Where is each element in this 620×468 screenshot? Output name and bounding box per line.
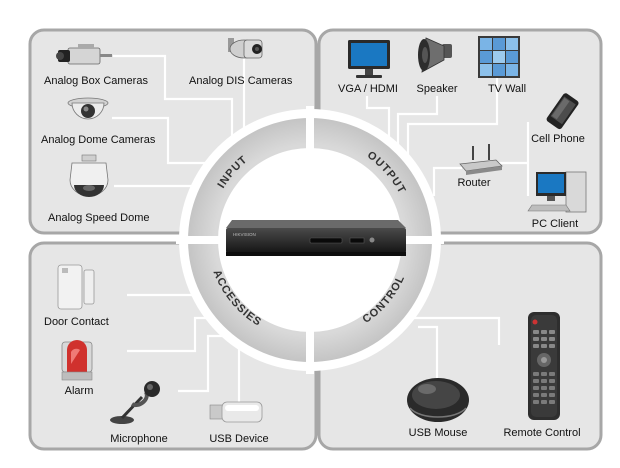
label-usb-device: USB Device [209, 433, 269, 445]
usb-device-icon [209, 401, 263, 423]
label-analog-speed-dome: Analog Speed Dome [48, 212, 150, 224]
box-camera-icon [56, 44, 112, 65]
label-tv-wall: TV Wall [487, 83, 527, 95]
label-cell-phone: Cell Phone [531, 133, 585, 145]
speaker-icon [418, 37, 452, 73]
label-microphone: Microphone [110, 433, 168, 445]
label-pc-client: PC Client [531, 218, 579, 230]
label-remote-control: Remote Control [503, 427, 581, 439]
dome-camera-icon [67, 97, 109, 120]
dvr-recorder-icon: HIKVISION [226, 220, 406, 256]
label-router: Router [457, 177, 491, 189]
monitor-icon [348, 40, 390, 78]
label-usb-mouse: USB Mouse [408, 427, 468, 439]
cell-phone-icon [546, 93, 579, 130]
tv-wall-icon [478, 36, 520, 78]
dis-camera-icon [228, 38, 263, 59]
label-speaker: Speaker [416, 83, 458, 95]
door-contact-icon [57, 264, 95, 310]
microphone-icon [110, 381, 160, 424]
label-analog-dome-cameras: Analog Dome Cameras [41, 134, 156, 146]
router-icon [459, 144, 503, 175]
usb-mouse-icon [407, 378, 469, 422]
pc-client-icon [527, 171, 587, 213]
label-door-contact: Door Contact [44, 316, 109, 328]
label-vga-hdmi: VGA / HDMI [338, 83, 398, 95]
label-alarm: Alarm [64, 385, 94, 397]
speed-dome-icon [69, 154, 109, 197]
dvr-brand: HIKVISION [233, 232, 256, 237]
alarm-icon [61, 340, 93, 381]
remote-control-icon [528, 312, 560, 420]
label-analog-box-cameras: Analog Box Cameras [44, 75, 148, 87]
label-analog-dis-cameras: Analog DIS Cameras [189, 75, 293, 87]
